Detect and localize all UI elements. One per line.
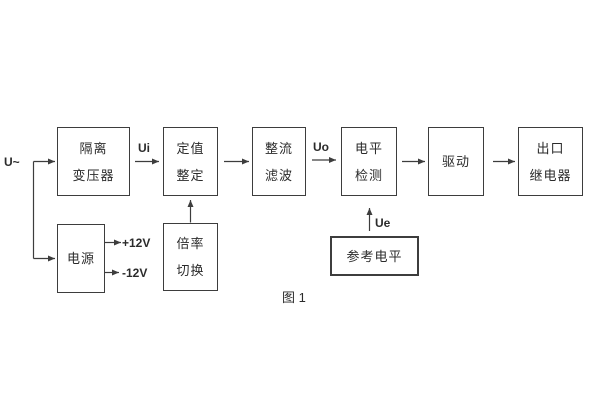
block-setting-adjust: 定值 整定 bbox=[163, 127, 218, 196]
signal-label-ue: Ue bbox=[375, 216, 391, 230]
power-minus12v-label: -12V bbox=[122, 266, 148, 280]
power-plus12v-label: +12V bbox=[122, 236, 151, 250]
block-rectify-filter: 整流 滤波 bbox=[252, 127, 306, 196]
block-label-line: 参考电平 bbox=[346, 248, 403, 264]
block-isolation-transformer: 隔离 变压器 bbox=[57, 127, 130, 196]
block-level-detect: 电平 检测 bbox=[341, 127, 397, 196]
block-ratio-switch: 倍率 切换 bbox=[163, 223, 218, 291]
block-label-line: 倍率 bbox=[176, 236, 205, 251]
figure-caption: 图 1 bbox=[282, 290, 306, 305]
block-power-supply: 电源 bbox=[57, 224, 105, 293]
block-label-line: 检测 bbox=[354, 167, 383, 183]
block-label-line: 驱动 bbox=[441, 154, 470, 169]
block-label-line: 隔离 bbox=[79, 140, 108, 156]
block-label-line: 定值 bbox=[176, 140, 205, 156]
signal-label-uo: Uo bbox=[313, 140, 329, 154]
block-label-line: 电平 bbox=[354, 140, 383, 156]
block-label-line: 出口 bbox=[536, 140, 565, 156]
input-signal-label: U~ bbox=[4, 155, 20, 169]
block-label-line: 变压器 bbox=[72, 167, 115, 183]
block-label-line: 整流 bbox=[264, 140, 293, 156]
block-label-line: 滤波 bbox=[264, 167, 293, 183]
block-label-line: 整定 bbox=[176, 167, 205, 183]
block-output-relay: 出口 继电器 bbox=[518, 127, 583, 196]
block-label-line: 电源 bbox=[66, 251, 95, 266]
signal-label-ui: Ui bbox=[138, 141, 150, 155]
block-label-line: 继电器 bbox=[529, 167, 572, 183]
block-drive: 驱动 bbox=[428, 127, 484, 196]
block-label-line: 切换 bbox=[176, 263, 205, 278]
block-reference-level: 参考电平 bbox=[330, 236, 419, 276]
